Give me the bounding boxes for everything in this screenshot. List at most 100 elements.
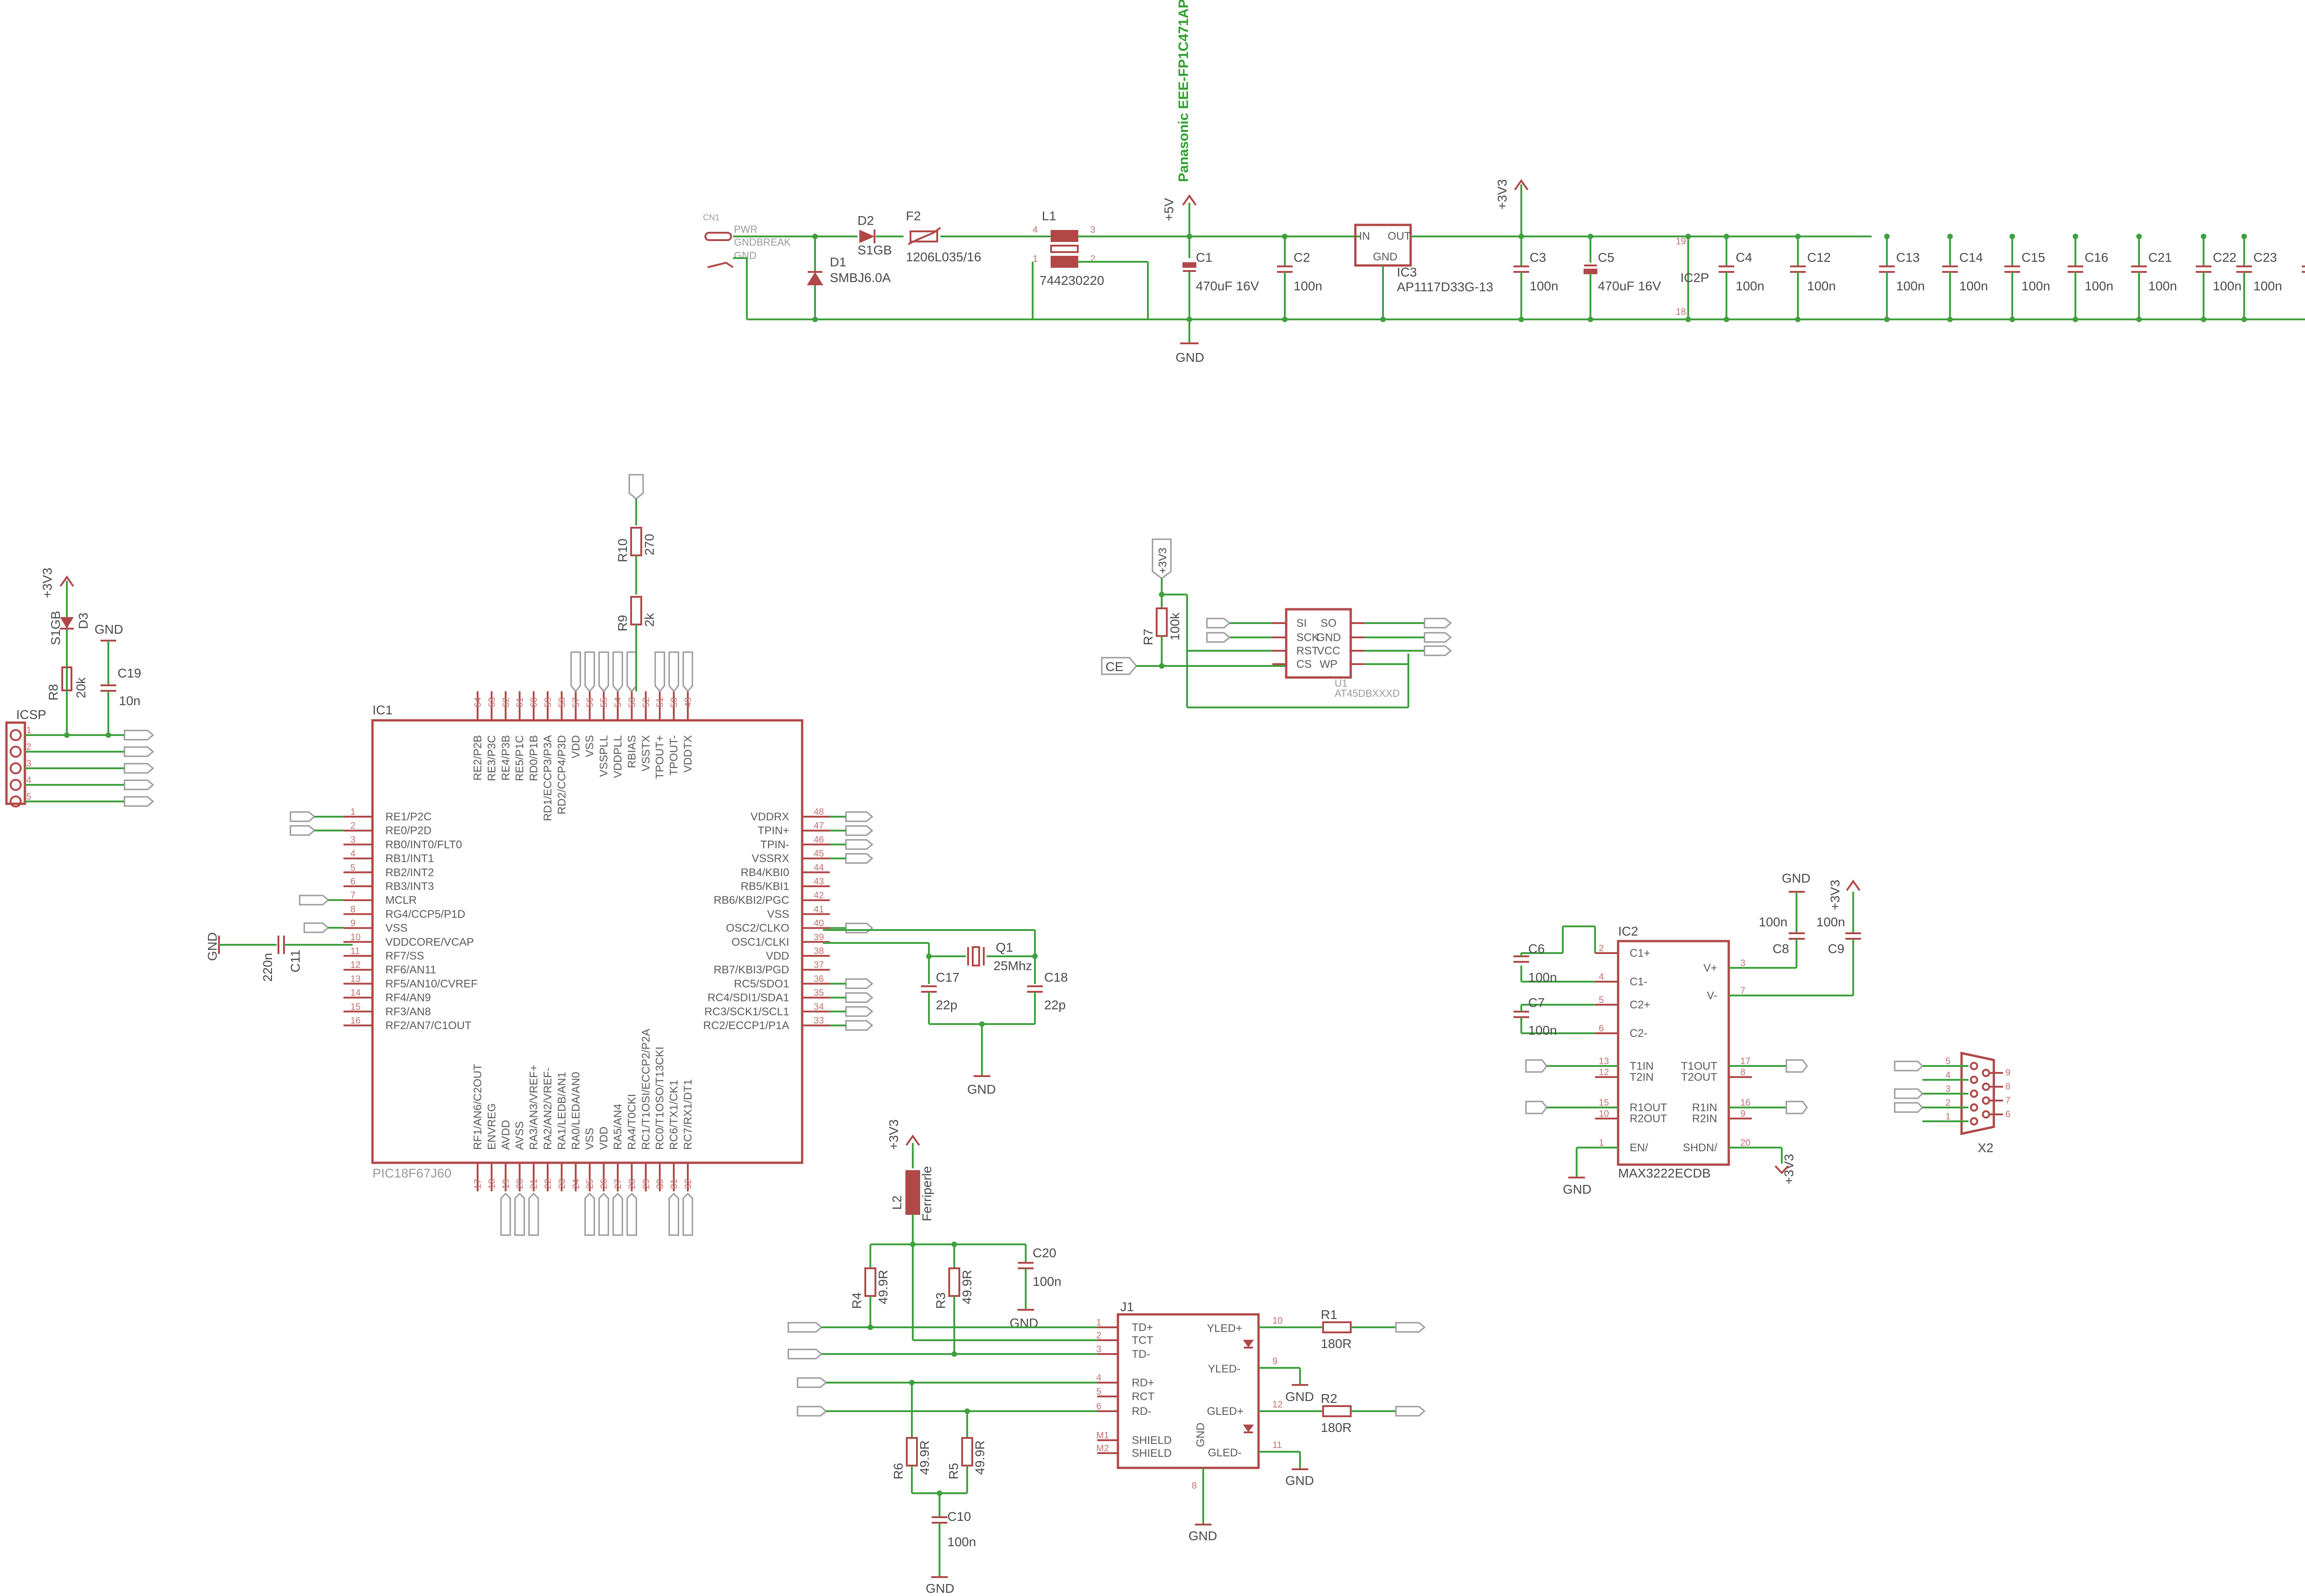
mcu-pin-name: RF5/AN10/CVREF <box>385 978 478 990</box>
net-flag-ce <box>1101 657 1137 675</box>
l1-ref: L1 <box>1042 209 1056 223</box>
flash-pin-name: CS <box>1296 658 1312 671</box>
mcu-pin-number: 10 <box>350 932 361 942</box>
ic2-pin-name: R1OUT <box>1630 1101 1667 1114</box>
icsp-pin-2[interactable] <box>10 746 22 758</box>
c8-value: 100n <box>1759 915 1787 929</box>
c9-ref: C9 <box>1828 942 1844 956</box>
net-flag-led-y <box>1395 1322 1426 1333</box>
d1-ref: D1 <box>830 255 846 269</box>
mcu-pin-number: 4 <box>350 849 355 859</box>
j1-pin-name: RD+ <box>1132 1377 1154 1389</box>
ic2-transceiver[interactable] <box>1617 940 1730 1166</box>
icsp-pin-3[interactable] <box>10 762 22 774</box>
r7-value: 100k <box>1168 612 1182 641</box>
mcu-pin-name: TPIN- <box>760 838 789 851</box>
cap-ref: C4 <box>1736 250 1752 265</box>
j1-rj45-magjack[interactable] <box>1117 1313 1260 1469</box>
plus5v-arrow-icon <box>1182 194 1197 206</box>
r5-value: 49.9R <box>973 1440 987 1475</box>
icsp-pin-1[interactable] <box>10 729 22 741</box>
mcu-pin-name: RF6/AN11 <box>385 964 436 976</box>
mcu-pin-number: 56 <box>585 697 595 707</box>
j1-pin-name: TD- <box>1132 1348 1150 1360</box>
c8-gnd-label: GND <box>1782 871 1810 885</box>
cap-value: 100n <box>1807 279 1836 293</box>
u1-flash-chip[interactable] <box>1285 608 1352 679</box>
c10-value: 100n <box>947 1535 976 1549</box>
u1-ref: U1 <box>1335 677 1348 689</box>
mcu-pin-name: TPOUT+ <box>654 735 666 779</box>
plus3v3-arrow-icon <box>1514 179 1529 191</box>
cap-value: 100n <box>1736 279 1764 293</box>
mcu-pin-number: 25 <box>585 1179 595 1189</box>
cap-ref: C15 <box>2021 250 2045 265</box>
f2-ref: F2 <box>906 209 921 223</box>
j1-pin-name: RD- <box>1132 1405 1152 1418</box>
x2-pin-number: 7 <box>2005 1095 2010 1106</box>
mcu-pin-name: TPIN+ <box>757 825 789 837</box>
r1-resistor <box>1322 1321 1352 1333</box>
icsp-pin-number: 4 <box>26 775 31 785</box>
cap-ref: C12 <box>1807 250 1831 265</box>
mcu-pin-name: RF4/AN9 <box>385 992 431 1004</box>
mcu-pin-name: RF7/SS <box>385 950 424 962</box>
j1-gnd-label: GND <box>1194 1423 1207 1447</box>
mcu-pin-name: RC6/TX1/CK1 <box>668 1080 680 1150</box>
mcu-pin-number: 54 <box>613 697 623 707</box>
x2-ref: X2 <box>1978 1141 1993 1155</box>
mcu-pin-name: AVDD <box>500 1120 512 1150</box>
mcu-pin-name: RF1/AN6/C2OUT <box>472 1064 484 1150</box>
r7-ref: R7 <box>1141 629 1155 645</box>
ic2-pin-name: SHDN/ <box>1683 1142 1717 1154</box>
cn1-gndbreak-label: GNDBREAK <box>734 236 791 248</box>
r8-value: 20k <box>74 677 88 698</box>
r6-resistor <box>906 1437 918 1466</box>
d2-diode-icon <box>859 230 875 243</box>
x2-pin-number: 5 <box>1945 1056 1950 1066</box>
mcu-pin-number: 61 <box>515 697 525 707</box>
ic2-pin-name: V+ <box>1703 962 1717 974</box>
r10-resistor <box>630 527 642 556</box>
mcu-pin-name: RC0/T1OSO/T13CKI <box>654 1047 666 1150</box>
mcu-pin-number: 29 <box>641 1179 651 1189</box>
x2-pin-number: 2 <box>1945 1098 1950 1108</box>
c1-value: 470uF 16V <box>1196 279 1259 293</box>
icsp-header[interactable] <box>5 721 26 805</box>
r1-ref: R1 <box>1321 1307 1337 1322</box>
cn1-connector[interactable] <box>704 232 732 241</box>
mcu-pin-number: 17 <box>473 1179 483 1189</box>
c19-value: 10n <box>119 694 141 708</box>
mcu-pin-name: RG4/CCP5/P1D <box>385 908 465 920</box>
j1-pin-number: M2 <box>1096 1443 1109 1454</box>
svg-text:18: 18 <box>1676 307 1686 317</box>
r3-ref: R3 <box>934 1292 948 1309</box>
icsp-pin-4[interactable] <box>10 779 22 791</box>
mcu-pin-number: 43 <box>814 877 824 887</box>
mcu-pin-number: 24 <box>571 1179 581 1189</box>
mcu-pin-number: 31 <box>669 1179 680 1189</box>
mcu-pin-name: RE0/P2D <box>385 825 431 837</box>
cap-ref: C14 <box>1959 250 1983 265</box>
mcu-pin-name: TPOUT- <box>668 735 680 776</box>
ic2-pin-number: 12 <box>1599 1067 1609 1078</box>
mcu-pin-number: 34 <box>814 1002 824 1012</box>
c18-value: 22p <box>1044 998 1066 1012</box>
mcu-pin-name: ENVREG <box>485 1103 498 1150</box>
shdn-plus3v3-arrow-icon <box>1774 1165 1789 1174</box>
cap-ref: C23 <box>2253 250 2277 265</box>
shdn-plus3v3-label: +3V3 <box>1782 1154 1796 1184</box>
cap-ref: C22 <box>2213 250 2236 265</box>
j1-pin-number: 1 <box>1096 1318 1101 1328</box>
mcu-pin-name: OSC2/CLKO <box>726 922 789 935</box>
power-supply-section: CN1 PWR GNDBREAK GND D1 SMBJ6.0A D2 S1GB… <box>703 0 2305 365</box>
mcu-pin-name: VDD <box>598 1126 610 1150</box>
icsp-pin-5[interactable] <box>10 795 22 807</box>
cn1-pwr-label: PWR <box>734 224 757 235</box>
j1-pin-number: M1 <box>1096 1431 1109 1441</box>
